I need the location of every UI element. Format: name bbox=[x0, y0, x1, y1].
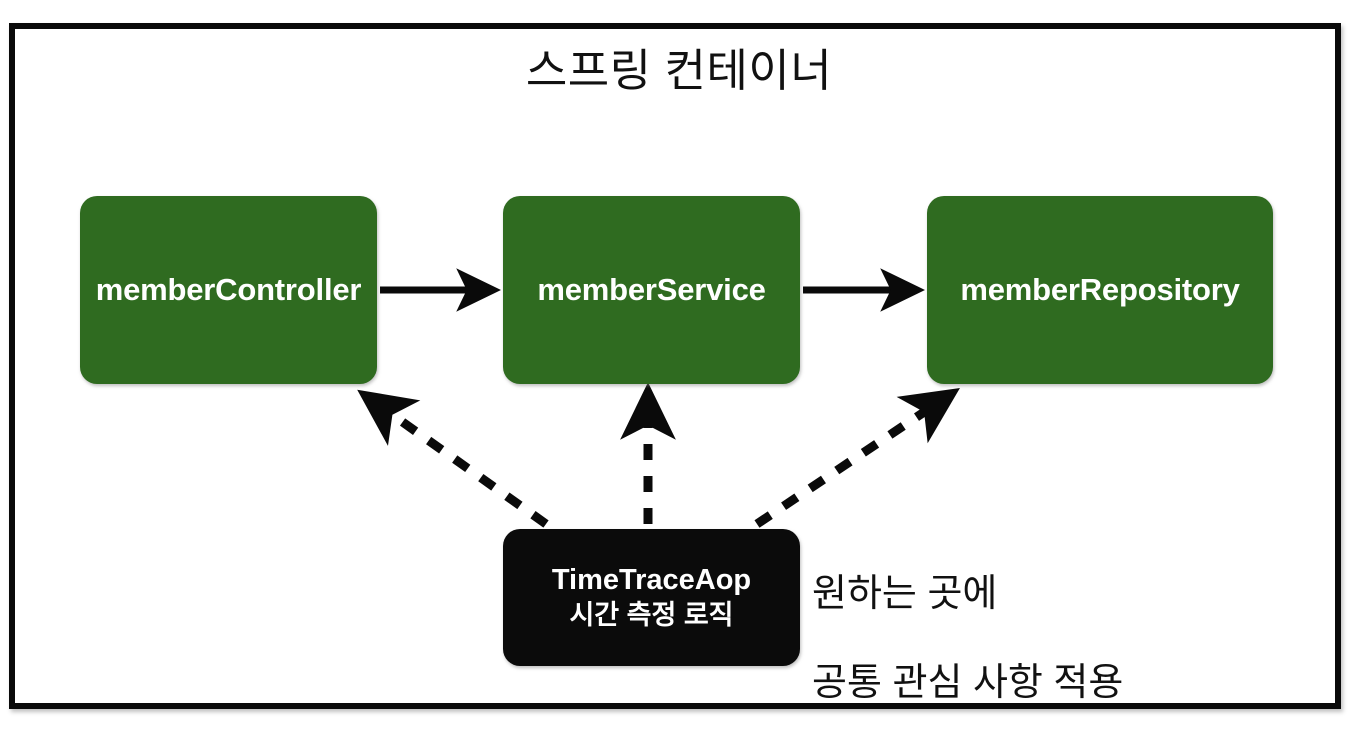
spring-container-frame bbox=[9, 23, 1341, 709]
annotation-text: 원하는 곳에 공통 관심 사항 적용 bbox=[812, 527, 1123, 706]
bean-label-membercontroller: memberController bbox=[95, 272, 362, 307]
bean-box-membercontroller[interactable]: memberController bbox=[80, 196, 377, 384]
aspect-box-timetraceaop[interactable]: TimeTraceAop 시간 측정 로직 bbox=[503, 529, 800, 666]
annotation-line-1: 원하는 곳에 bbox=[812, 572, 998, 615]
aspect-subtitle: 시간 측정 로직 bbox=[569, 599, 734, 630]
bean-label-memberservice: memberService bbox=[537, 272, 766, 307]
bean-box-memberrepository[interactable]: memberRepository bbox=[927, 196, 1273, 384]
aspect-title: TimeTraceAop bbox=[551, 563, 752, 596]
spring-container-title: 스프링 컨테이너 bbox=[525, 45, 833, 96]
bean-box-memberservice[interactable]: memberService bbox=[503, 196, 800, 384]
annotation-line-2: 공통 관심 사항 적용 bbox=[812, 662, 1124, 705]
bean-label-memberrepository: memberRepository bbox=[960, 272, 1240, 307]
